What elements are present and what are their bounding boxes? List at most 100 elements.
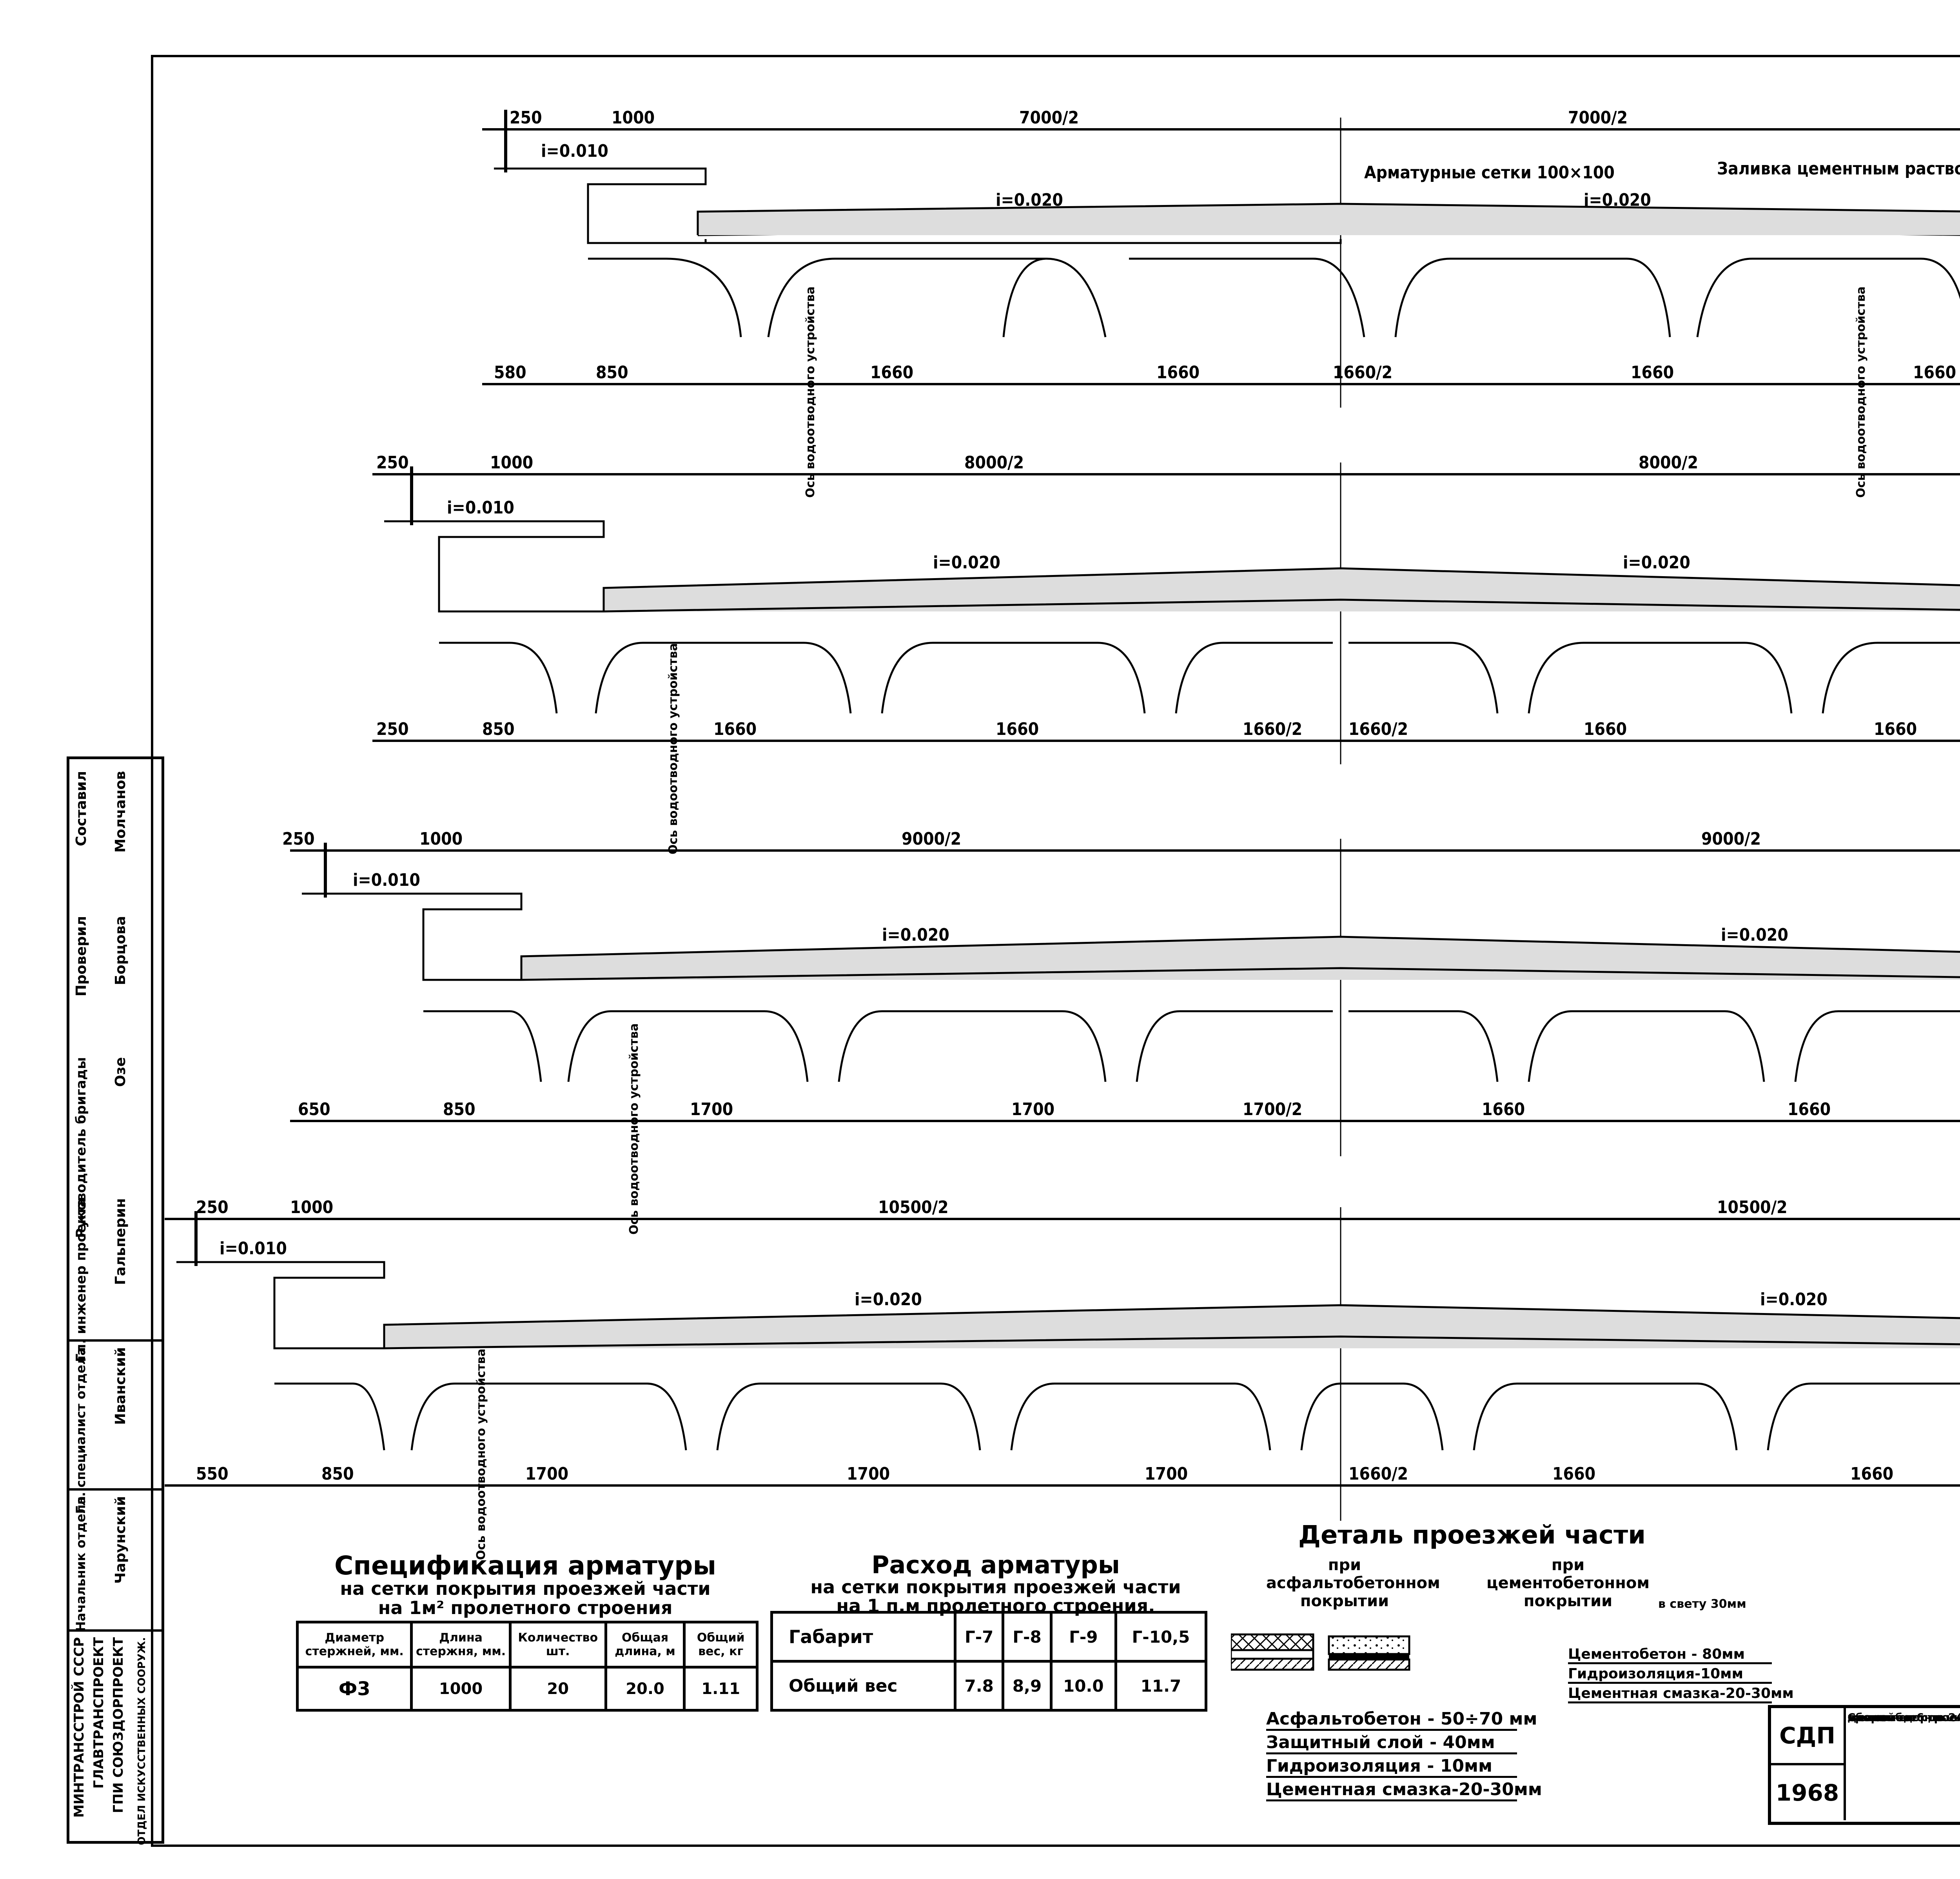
org-line: МИНТРАНССТРОЙ СССР [71, 1637, 87, 1818]
spec-cell: 20 [508, 1666, 607, 1712]
drain-axis-label: Ось водоотводного устройства [1854, 286, 1868, 498]
slope-label: i=0.020 [1623, 553, 1690, 573]
dim-label: 1000 [612, 108, 655, 128]
dim-label: 1660 [713, 719, 757, 739]
dim-label: 9000/2 [902, 829, 961, 849]
detail-cement-caption: при цементобетонном покрытии [1486, 1556, 1650, 1610]
usage-table: Габарит Г-7 Г-8 Г-9 Г-10,5 Общий вес 7.8… [770, 1611, 1208, 1712]
dim-label: 1660 [1850, 1464, 1893, 1484]
title-block: СДП 1968 Сборные железобетонные пролетны… [1768, 1705, 1960, 1825]
dim-label: 650 [298, 1099, 330, 1119]
stamp-series-line: длиной от 6 до 24 м. [1847, 1711, 1960, 1724]
slope-label: i=0.020 [996, 190, 1063, 210]
dim-label: 1660/2 [1333, 363, 1392, 383]
approval-role: Гл. специалист отдела [73, 1347, 88, 1514]
slope-label: i=0.010 [447, 498, 514, 518]
layer-cement-coat: Цементная смазка-20-30мм [1568, 1685, 1794, 1703]
drain-axis-label: Ось водоотводного устройства [666, 643, 680, 854]
usage-data-row: Общий вес 7.8 8,9 10.0 11.7 [770, 1660, 1208, 1712]
dim-label: 8000/2 [1639, 453, 1698, 473]
dim-label: 10500/2 [1717, 1197, 1788, 1217]
spec-header-cell: Диаметр стержней, мм. [296, 1621, 413, 1669]
dim-label: 9000/2 [1701, 829, 1761, 849]
dim-label: 580 [494, 363, 526, 383]
approval-role: Начальник отдела [73, 1496, 88, 1632]
dim-label: 550 [196, 1464, 229, 1484]
dim-label: 7000/2 [1568, 108, 1628, 128]
detail-asphalt-caption: при асфальтобетонном покрытии [1266, 1556, 1440, 1610]
approval-name: Гальперин [113, 1198, 129, 1285]
dim-label: 1700 [847, 1464, 890, 1484]
layer-waterproofing: Гидроизоляция - 10мм [1266, 1756, 1517, 1778]
spec-header-cell: Длина стержня, мм. [410, 1621, 512, 1669]
dim-label: 1660 [1631, 363, 1674, 383]
approval-role: Проверил [73, 916, 89, 997]
section-g10-5 [165, 1207, 1960, 1521]
usage-value: 11.7 [1114, 1660, 1208, 1712]
dim-label: 250 [510, 108, 542, 128]
dim-label: 1660/2 [1348, 719, 1408, 739]
dim-label: 1660 [996, 719, 1039, 739]
dim-label: 1000 [419, 829, 463, 849]
slope-label: i=0.020 [933, 553, 1000, 573]
dim-label: 1700 [1145, 1464, 1188, 1484]
slope-label: i=0.020 [882, 925, 949, 945]
spec-cell: 1000 [410, 1666, 512, 1712]
dim-label: 1700 [525, 1464, 568, 1484]
dim-label: 1000 [490, 453, 533, 473]
detail-layer-hatching [1231, 1633, 1410, 1671]
stamp-series-line: для автодорожных [1847, 1711, 1960, 1724]
dim-label: 1660 [1874, 719, 1917, 739]
dim-label: 8000/2 [964, 453, 1024, 473]
dim-label: 1660 [1788, 1099, 1831, 1119]
spec-header-cell: Общий вес, кг [683, 1621, 759, 1669]
dim-label: 1700 [690, 1099, 733, 1119]
spec-title: Спецификация арматуры [334, 1551, 716, 1581]
clear-gap-note: в свету 30мм [1658, 1597, 1746, 1611]
slope-label: i=0.020 [855, 1290, 922, 1309]
usage-header-row: Габарит Г-7 Г-8 Г-9 Г-10,5 [770, 1611, 1208, 1663]
dim-label: 850 [321, 1464, 354, 1484]
usage-col: Г-7 [953, 1611, 1005, 1663]
dim-label: 850 [596, 363, 628, 383]
dim-label: 250 [196, 1197, 229, 1217]
usage-value: 7.8 [953, 1660, 1005, 1712]
usage-col: Г-8 [1002, 1611, 1053, 1663]
dim-label: 1660 [1156, 363, 1200, 383]
drawing-frame [151, 55, 1960, 1847]
dim-label: 1700/2 [1243, 1099, 1302, 1119]
dim-label: 1660 [1584, 719, 1627, 739]
detail-title: Деталь проезжей части [1298, 1521, 1646, 1550]
org-line: ГПИ СОЮЗДОРПРОЕКТ [111, 1637, 126, 1813]
stamp-series-line: Сборные [1847, 1711, 1904, 1724]
spec-cell: 1.11 [683, 1666, 759, 1712]
approval-role: Составил [73, 771, 89, 847]
dim-label: 1000 [290, 1197, 333, 1217]
strip-divider [69, 1339, 162, 1342]
section-g9 [290, 839, 1960, 1156]
strip-divider [69, 1629, 162, 1632]
layer-waterproofing: Гидроизоляция-10мм [1568, 1666, 1772, 1684]
dim-label: 250 [282, 829, 315, 849]
usage-subtitle-1: на сетки покрытия проезжей части [810, 1576, 1181, 1598]
slope-label: i=0.010 [353, 870, 420, 890]
dim-label: 1660 [1552, 1464, 1595, 1484]
layer-cement-concrete: Цементобетон - 80мм [1568, 1646, 1772, 1664]
dim-label: 250 [376, 453, 409, 473]
slope-label: i=0.010 [541, 141, 608, 161]
stamp-org: СДП [1771, 1708, 1846, 1765]
stamp-year: 1968 [1771, 1765, 1846, 1820]
drain-axis-label: Ось водоотводного устройства [474, 1348, 488, 1560]
spec-header-row: Диаметр стержней, мм. Длина стержня, мм.… [296, 1621, 759, 1669]
spec-cell: Ф3 [296, 1666, 413, 1712]
slope-label: i=0.020 [1584, 190, 1651, 210]
spec-data-row: Ф3 1000 20 20.0 1.11 [296, 1666, 759, 1712]
layer-protective: Защитный слой - 40мм [1266, 1732, 1517, 1754]
dim-label: 1660 [1482, 1099, 1525, 1119]
approval-name: Чарунский [113, 1496, 129, 1584]
dim-label: 1660/2 [1243, 719, 1302, 739]
spec-cell: 20.0 [604, 1666, 686, 1712]
callout-grout: Заливка цементным раствором [1717, 159, 1960, 179]
slope-label: i=0.020 [1760, 1290, 1828, 1309]
detail-block: Деталь проезжей части при асфальтобетонн… [1266, 1521, 1815, 1611]
